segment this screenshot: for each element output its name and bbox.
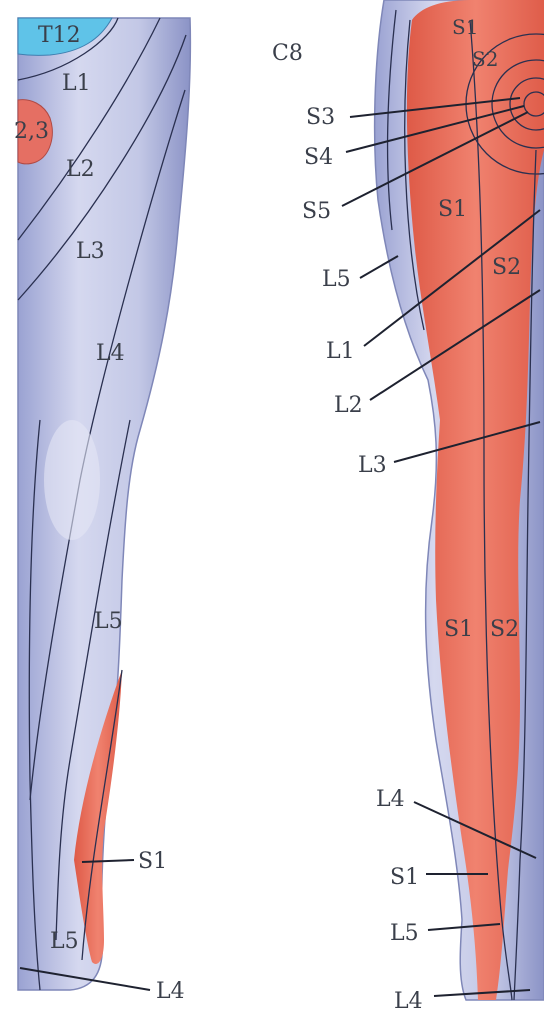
back-label-c8: C8 [272, 41, 303, 66]
front-label-l3: L3 [76, 239, 105, 264]
back-label-s2-top: S2 [472, 47, 498, 71]
front-label-t12: T12 [38, 23, 81, 48]
back-label-s5: S5 [302, 199, 331, 224]
back-label-l3: L3 [358, 453, 387, 478]
back-label-s2-calf: S2 [490, 617, 519, 642]
back-label-s1-heel: S1 [390, 865, 419, 890]
back-label-l4-ankle: L4 [376, 787, 405, 812]
front-label-s23: 2,3 [14, 119, 49, 144]
back-label-l4-foot: L4 [394, 989, 423, 1014]
back-label-l5: L5 [322, 267, 351, 292]
front-label-l1: L1 [62, 71, 91, 96]
back-leg-view: C8 S1 S2 S3 S4 S5 S1 S2 L5 L1 L2 L3 S1 S… [272, 0, 544, 1014]
front-leg-view: T12 2,3 L1 L2 L3 L4 L5 L5 S1 L4 [14, 18, 190, 1004]
back-label-s1-calf: S1 [444, 617, 473, 642]
back-label-s4: S4 [304, 145, 333, 170]
front-label-l2: L2 [66, 157, 95, 182]
back-label-l2: L2 [334, 393, 363, 418]
front-label-s1: S1 [138, 849, 167, 874]
back-label-s2-thigh: S2 [492, 255, 521, 280]
knee-highlight [44, 420, 100, 540]
back-label-s1-thigh: S1 [438, 197, 467, 222]
back-label-l5-foot: L5 [390, 921, 419, 946]
front-leg-shape [18, 18, 190, 990]
front-label-l5: L5 [94, 609, 123, 634]
front-label-l4-foot: L4 [156, 979, 185, 1004]
front-label-l4: L4 [96, 341, 125, 366]
back-label-l1: L1 [326, 339, 355, 364]
front-label-l5-foot: L5 [50, 929, 79, 954]
back-label-s3: S3 [306, 105, 335, 130]
back-label-s1-top: S1 [452, 15, 478, 39]
